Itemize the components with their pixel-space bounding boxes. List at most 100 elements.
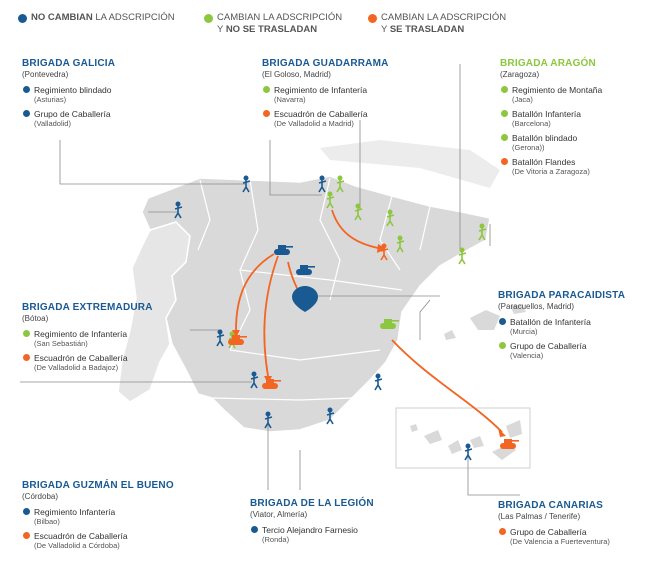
blue-dot-icon [23,508,30,515]
legend-item-no-cambian: NO CAMBIAN LA ADSCRIPCIÓN [18,12,175,24]
unit-name: Regimiento de Infantería [34,329,128,339]
soldier-icon [216,329,225,347]
brigade-location: (Las Palmas / Tenerife) [498,512,581,521]
blue-dot-icon [23,86,30,93]
soldier-icon [354,203,363,221]
soldier-icon [174,201,183,219]
soldier-icon [242,175,251,193]
brigade-guadarrama: BRIGADA GUADARRAMA (El Goloso, Madrid) R… [262,58,432,133]
unit-item: Batallón Flandes(De Vitoria a Zaragoza) [500,157,640,177]
unit-name: Regimiento de Infantería [274,85,368,95]
unit-name: Batallón Infantería [512,109,581,119]
legend-rest: LA ADSCRIPCIÓN [92,12,175,23]
brigade-title: BRIGADA GUZMÁN EL BUENO [22,480,174,491]
unit-location: (De Vitoria a Zaragoza) [512,167,590,176]
unit-item: Escuadrón de Caballería(De Valladolid a … [22,353,192,373]
unit-location: (De Valencia a Fuerteventura) [510,537,610,546]
unit-item: Grupo de Caballería(De Valencia a Fuerte… [498,527,646,547]
region-borders [197,177,431,401]
legend-line2: Y [217,24,226,35]
orange-dot-icon [263,110,270,117]
unit-name: Regimiento blindado [34,85,112,95]
tank-icon [500,439,519,449]
leader-lines [20,64,520,496]
unit-item: Batallón blindado(Gerona)) [500,133,640,153]
unit-item: Tercio Alejandro Farnesio(Ronda) [250,525,420,545]
orange-dot-icon [23,532,30,539]
unit-location: (San Sebastián) [34,339,88,348]
tank-icon [296,265,315,275]
unit-name: Tercio Alejandro Farnesio [262,525,358,535]
brigade-canarias: BRIGADA CANARIAS (Las Palmas / Tenerife)… [498,500,646,551]
soldier-icon [326,191,335,209]
unit-location: (Navarra) [274,95,306,104]
unit-item: Batallón Infantería(Barcelona) [500,109,640,129]
soldier-icon [264,411,273,429]
soldier-icon [396,235,405,253]
brigade-title: BRIGADA EXTREMADURA [22,302,153,313]
unit-name: Escuadrón de Caballería [34,353,128,363]
brigade-legion: BRIGADA DE LA LEGIÓN (Viator, Almería) T… [250,498,420,549]
soldier-icon [326,407,335,425]
green-dot-icon [501,134,508,141]
unit-item: Regimiento de Infantería(Navarra) [262,85,432,105]
balearic-islands [444,304,526,340]
spain-landmass [141,175,491,433]
unit-location: (Valencia) [510,351,544,360]
green-dot-icon [501,86,508,93]
blue-dot-icon [18,14,27,23]
unit-item: Regimiento blindado(Asturias) [22,85,182,105]
brigade-aragon: BRIGADA ARAGÓN (Zaragoza) Regimiento de … [500,58,640,181]
unit-item: Escuadrón de Caballería(De Valladolid a … [22,531,212,551]
brigade-location: (Zaragoza) [500,70,540,79]
legend-strong: NO SE TRASLADAN [225,24,318,35]
brigade-location: (Córdoba) [22,492,59,501]
brigade-title: BRIGADA ARAGÓN [500,58,596,69]
brigade-guzman-el-bueno: BRIGADA GUZMÁN EL BUENO (Córdoba) Regimi… [22,480,212,555]
unit-location: (Bilbao) [34,517,60,526]
tank-icon [274,245,293,255]
unit-location: (Gerona)) [512,143,545,152]
unit-name: Escuadrón de Caballería [34,531,128,541]
unit-location: (Ronda) [262,535,290,544]
unit-name: Escuadrón de Caballería [274,109,368,119]
unit-location: (De Valladolid a Madrid) [274,119,354,128]
unit-item: Regimiento Infantería(Bilbao) [22,507,212,527]
madrid-pin [292,286,318,312]
tank-icon [228,335,247,345]
orange-dot-icon [368,14,377,23]
soldier-icon [464,443,473,461]
soldier-icon [478,223,487,241]
canary-islands [410,420,522,460]
green-dot-icon [501,110,508,117]
soldier-icon [458,247,467,265]
brigade-location: (Bótoa) [22,314,49,323]
orange-dot-icon [499,528,506,535]
brigade-location: (El Goloso, Madrid) [262,70,331,79]
unit-name: Batallón Flandes [512,157,576,167]
unit-name: Regimiento de Montaña [512,85,603,95]
canarias-inset [395,407,531,469]
orange-dot-icon [501,158,508,165]
unit-name: Grupo de Caballería [510,527,587,537]
brigade-title: BRIGADA PARACAIDISTA [498,290,626,301]
unit-item: Grupo de Caballería(Valencia) [498,341,644,361]
legend-line2: Y [381,24,390,35]
unit-location: (Jaca) [512,95,533,104]
soldier-icon [250,371,259,389]
blue-dot-icon [251,526,258,533]
legend-rest: CAMBIAN LA ADSCRIPCIÓN [217,12,343,23]
brigade-galicia: BRIGADA GALICIA (Pontevedra) Regimiento … [22,58,182,133]
brigade-paracaidista: BRIGADA PARACAIDISTA (Paracuellos, Madri… [498,290,644,365]
unit-location: (De Valladolid a Córdoba) [34,541,120,550]
brigade-location: (Pontevedra) [22,70,69,79]
unit-item: Batallón de Infantería(Murcia) [498,317,644,337]
unit-location: (Valladolid) [34,119,71,128]
brigade-title: BRIGADA GUADARRAMA [262,58,389,69]
unit-location: (Barcelona) [512,119,551,128]
france-landmass [320,140,500,188]
orange-dot-icon [23,354,30,361]
